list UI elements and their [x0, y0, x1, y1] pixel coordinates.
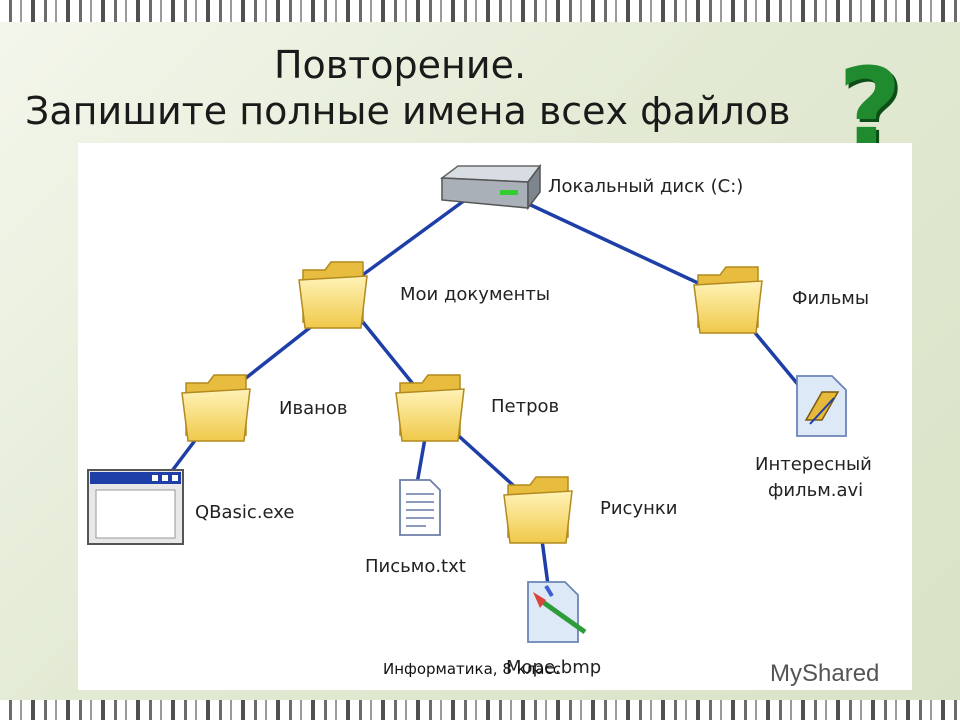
window-app-icon — [87, 469, 184, 545]
label-ivanov: Иванов — [279, 398, 348, 419]
video-file-icon — [796, 375, 847, 437]
label-pictures: Рисунки — [600, 498, 677, 519]
folder-icon-films — [693, 266, 763, 334]
label-movie-line1: Интересный — [755, 454, 872, 475]
label-local-disk: Локальный диск (C:) — [548, 176, 743, 197]
label-sea: Море.bmp — [506, 657, 601, 678]
brand-watermark: MyShared — [770, 660, 880, 687]
bitmap-image-icon — [527, 581, 587, 643]
label-letter: Письмо.txt — [365, 556, 466, 577]
tree-connectors — [148, 198, 817, 601]
slide-title: Повторение. Запишите полные имена всех ф… — [0, 42, 800, 134]
label-my-documents: Мои документы — [400, 284, 550, 305]
folder-icon-pictures — [503, 476, 573, 544]
top-stripe-border — [0, 0, 960, 22]
label-qbasic: QBasic.exe — [195, 502, 294, 523]
slide-footer: Информатика, 8 класс — [383, 660, 561, 678]
folder-icon-petrov — [395, 374, 465, 442]
hard-disk-icon — [439, 163, 542, 211]
bottom-stripe-border — [0, 700, 960, 720]
label-petrov: Петров — [491, 396, 559, 417]
label-films: Фильмы — [792, 288, 869, 309]
text-document-icon — [399, 479, 441, 536]
folder-icon-my-documents — [298, 261, 368, 329]
title-line-1: Повторение. — [273, 43, 527, 87]
label-movie-line2: фильм.avi — [768, 480, 863, 501]
folder-icon-ivanov — [181, 374, 251, 442]
title-line-2: Запишите полные имена всех файлов — [25, 89, 791, 133]
